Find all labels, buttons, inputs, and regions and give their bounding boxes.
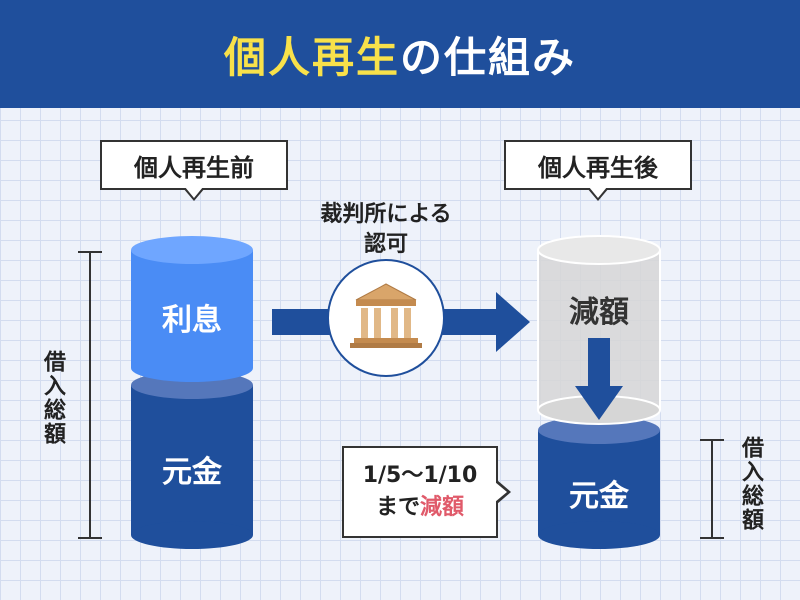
after-principal-label: 元金 xyxy=(569,479,630,514)
before-side-label: 借入総額 xyxy=(40,350,65,446)
arrow-shaft-left xyxy=(272,309,334,335)
court-line1: 裁判所による xyxy=(320,202,452,227)
after-label: 個人再生後 xyxy=(538,153,658,182)
before-interest-cylinder xyxy=(131,236,253,382)
reduction-note-line1: 1/5〜1/10 xyxy=(362,463,478,488)
court-building-icon xyxy=(327,259,445,377)
court-approval-label: 裁判所による 認可 xyxy=(296,200,476,260)
down-arrow-head xyxy=(575,386,623,420)
header: 個人再生の仕組み xyxy=(0,0,800,108)
before-label-box: 個人再生前 xyxy=(100,140,288,201)
down-arrow-shaft xyxy=(588,338,610,388)
before-interest-label: 利息 xyxy=(162,303,222,338)
right-dimension-line xyxy=(700,439,724,539)
title-rest: の仕組み xyxy=(400,32,577,82)
after-label-box: 個人再生後 xyxy=(504,140,692,201)
after-reduced-label: 減額 xyxy=(569,295,629,330)
reduction-note-box: 1/5〜1/10 まで減額 xyxy=(342,446,511,538)
before-principal-label: 元金 xyxy=(162,455,223,490)
before-label: 個人再生前 xyxy=(134,153,254,182)
arrow-shaft-right xyxy=(440,309,498,335)
title-highlight: 個人再生 xyxy=(223,32,400,82)
reduction-note-emphasis: 減額 xyxy=(420,495,465,520)
reduction-note-prefix: まで xyxy=(375,495,420,520)
court-line2: 認可 xyxy=(363,232,408,257)
reduction-note-line2: まで減額 xyxy=(376,492,464,524)
arrow-head-right xyxy=(496,292,530,352)
after-side-label: 借入総額 xyxy=(738,436,763,532)
left-dimension-line xyxy=(78,251,102,539)
